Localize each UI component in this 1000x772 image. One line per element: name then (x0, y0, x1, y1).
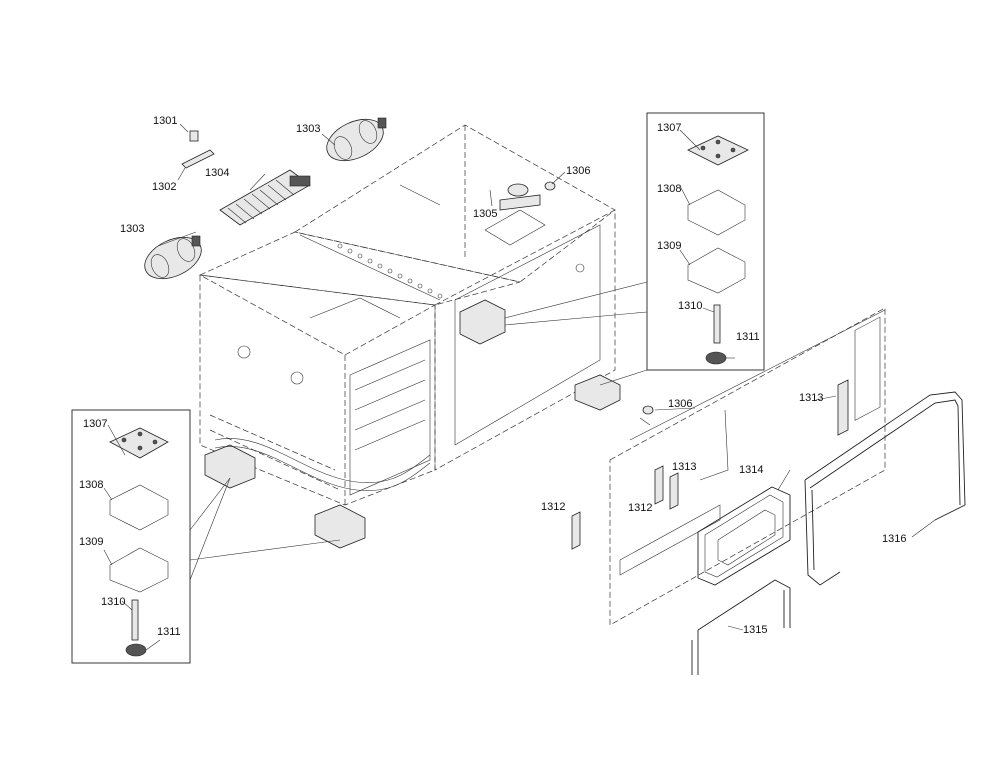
label-1316: 1316 (882, 533, 906, 545)
label-1313-a: 1313 (672, 461, 696, 473)
label-1304: 1304 (205, 167, 229, 179)
sensor-1306 (544, 181, 654, 426)
hinge-1313-b (837, 379, 849, 436)
foot-right (574, 374, 621, 411)
window-frame-1314 (697, 486, 791, 586)
label-1303-left: 1303 (120, 223, 144, 235)
label-right-1308: 1308 (657, 183, 681, 195)
leader-lines (189, 281, 648, 581)
hinge-1312-b (571, 511, 581, 550)
label-1315: 1315 (743, 624, 767, 636)
label-1301: 1301 (153, 115, 177, 127)
label-1312-a: 1312 (628, 502, 652, 514)
hinge-1312-a (654, 465, 664, 505)
inset-left (71, 409, 191, 664)
label-1302: 1302 (152, 181, 176, 193)
blower-wheel (219, 169, 311, 226)
small-part-1302 (181, 149, 215, 169)
hinge-1313-a (669, 472, 679, 510)
label-right-1309: 1309 (657, 240, 681, 252)
seal-1315 (697, 579, 791, 631)
label-1306-top: 1306 (566, 165, 590, 177)
fan-motor-top (326, 117, 387, 162)
small-part-1301 (189, 130, 199, 142)
label-left-1311: 1311 (157, 626, 181, 638)
oven-cavity (198, 124, 621, 549)
foot-left-back (204, 444, 256, 489)
label-left-1307: 1307 (83, 418, 107, 430)
part-labels: 1301 1302 1303 1304 1303 1305 1306 1306 … (79, 115, 906, 638)
thermostat-1305 (484, 183, 546, 246)
label-1313-b: 1313 (799, 392, 823, 404)
connector-block (459, 299, 506, 345)
label-left-1309: 1309 (79, 536, 103, 548)
gasket-1316 (804, 391, 966, 521)
fan-motor-left (144, 235, 202, 280)
label-right-1307: 1307 (657, 122, 681, 134)
label-1314: 1314 (739, 464, 763, 476)
label-left-1308: 1308 (79, 479, 103, 491)
label-1312-b: 1312 (541, 501, 565, 513)
label-left-1310: 1310 (101, 596, 125, 608)
label-1306-mid: 1306 (668, 398, 692, 410)
label-1303-top: 1303 (296, 123, 320, 135)
foot-left-front (314, 504, 366, 549)
label-right-1311: 1311 (736, 331, 760, 343)
label-1305: 1305 (473, 208, 497, 220)
label-leaders (103, 123, 936, 651)
door-panel (571, 307, 966, 675)
inset-right (646, 112, 765, 371)
label-right-1310: 1310 (678, 300, 702, 312)
